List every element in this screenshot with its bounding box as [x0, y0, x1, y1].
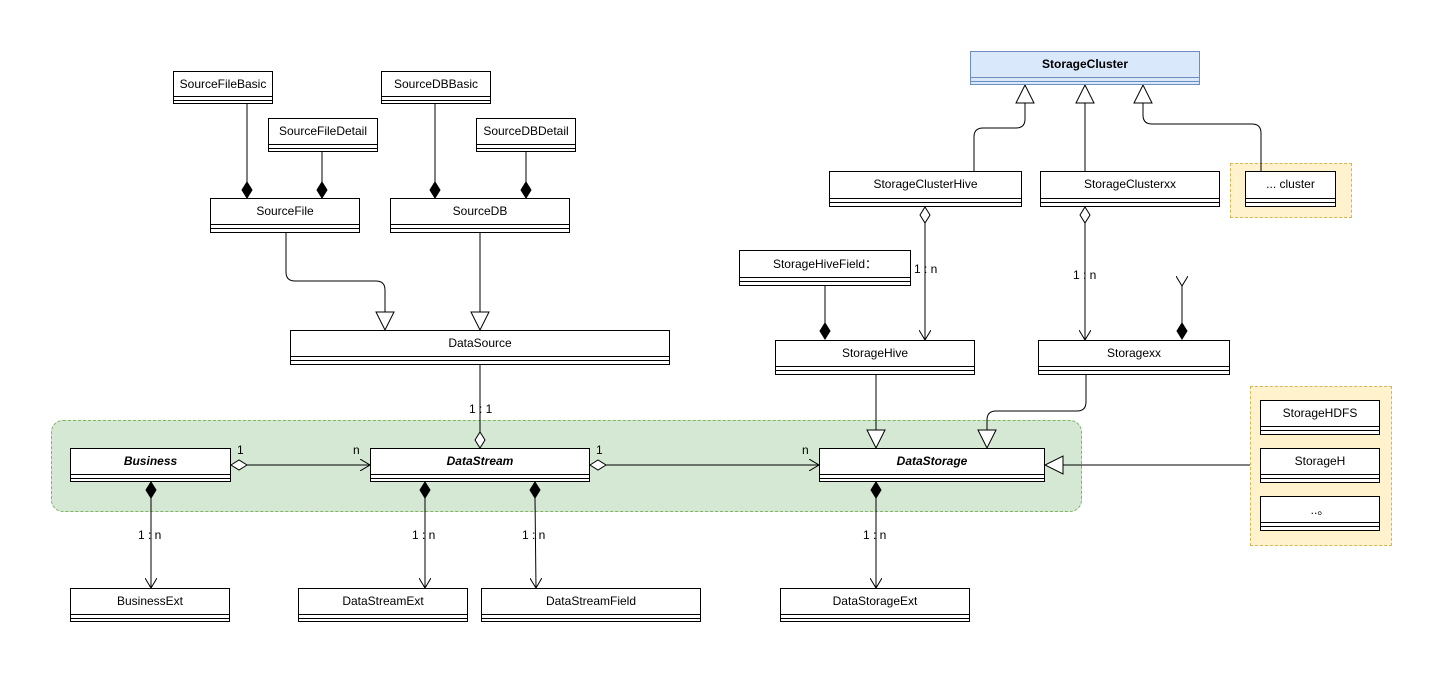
multiplicity-label: 1 : n	[1073, 268, 1097, 282]
cluster-xx-aggregation	[1080, 206, 1090, 340]
class-source-file-basic: SourceFileBasic	[173, 71, 273, 104]
source-db-basic-composition	[430, 104, 440, 199]
class-name: BusinessExt	[116, 594, 184, 608]
cluster-hive-aggregation	[920, 206, 930, 340]
class-source-db: SourceDB	[390, 198, 570, 233]
class-name: StorageH	[1294, 454, 1346, 468]
cluster-other-inheritance	[1133, 83, 1262, 171]
class-data-stream-field: DataStreamField	[481, 588, 701, 622]
storage-types-inheritance	[1043, 455, 1250, 475]
class-name: DataStream	[446, 454, 514, 468]
class-name: StorageClusterHive	[873, 177, 978, 191]
class-data-source: DataSource	[290, 330, 670, 365]
class-name: SourceFileBasic	[179, 77, 267, 91]
class-storage-cluster-xx: StorageClusterxx	[1040, 171, 1220, 207]
stream-ext-composition	[420, 481, 430, 588]
class-name: SourceFile	[256, 204, 314, 218]
class-source-file-detail: SourceFileDetail	[268, 118, 378, 152]
storage-xx-inheritance	[977, 375, 1087, 450]
storage-xx-composition	[1177, 286, 1187, 340]
class-name: Business	[123, 454, 178, 468]
business-ext-composition	[146, 481, 156, 588]
class-name: ..。	[1310, 502, 1330, 517]
class-name: ... cluster	[1266, 177, 1315, 191]
multiplicity-label: 1 : n	[522, 528, 546, 542]
class-name: DataStorage	[896, 454, 968, 468]
storage-hive-inheritance	[866, 375, 886, 450]
class-storage-etc: ..。	[1260, 496, 1380, 531]
multiplicity-label: 1 : n	[863, 528, 887, 542]
class-storage-hive: StorageHive	[775, 340, 975, 375]
class-storage-cluster-hive: StorageClusterHive	[829, 171, 1022, 207]
class-other-cluster: ... cluster	[1245, 171, 1336, 207]
class-name: DataStreamField	[545, 594, 637, 608]
source-file-basic-composition	[242, 104, 252, 199]
class-name: StorageHiveField：	[772, 256, 878, 271]
multiplicity-label: 1 : n	[412, 528, 436, 542]
cluster-hive-inheritance	[973, 83, 1035, 171]
business-stream-aggregation	[230, 460, 370, 470]
cluster-xx-inheritance	[1075, 83, 1095, 171]
class-name: SourceFileDetail	[278, 124, 368, 138]
class-name: DataSource	[448, 336, 512, 350]
class-data-stream-ext: DataStreamExt	[298, 588, 468, 622]
source-db-detail-composition	[521, 152, 531, 199]
class-name: SourceDB	[452, 204, 508, 218]
class-business: Business	[70, 448, 231, 482]
class-name: Storagexx	[1106, 346, 1162, 360]
class-name: SourceDBBasic	[393, 77, 479, 91]
class-storage-xx: Storagexx	[1038, 340, 1230, 375]
multiplicity-label: n	[353, 443, 360, 457]
source-db-inheritance	[470, 233, 490, 332]
multiplicity-label: 1	[237, 443, 244, 457]
storage-ext-composition	[871, 481, 881, 588]
source-file-inheritance	[285, 233, 395, 332]
class-data-storage-ext: DataStorageExt	[780, 588, 970, 622]
class-storage-hdfs: StorageHDFS	[1260, 400, 1380, 435]
multiplicity-label: 1 : n	[914, 262, 938, 276]
class-name: StorageClusterxx	[1083, 177, 1177, 191]
class-source-db-detail: SourceDBDetail	[476, 118, 576, 152]
class-storage-hive-field: StorageHiveField：	[739, 250, 911, 286]
class-name: StorageHive	[841, 346, 909, 360]
class-source-db-basic: SourceDBBasic	[381, 71, 491, 104]
class-data-stream: DataStream	[370, 448, 590, 482]
multiplicity-label: n	[802, 443, 809, 457]
class-name: DataStreamExt	[342, 594, 424, 608]
class-name: SourceDBDetail	[483, 124, 569, 138]
stream-field-composition	[529, 481, 540, 588]
class-storage-h: StorageH	[1260, 448, 1380, 483]
class-data-storage: DataStorage	[819, 448, 1045, 482]
class-business-ext: BusinessExt	[70, 588, 230, 622]
class-name: StorageHDFS	[1282, 406, 1358, 420]
class-storage-cluster: StorageCluster	[970, 51, 1200, 85]
class-source-file: SourceFile	[210, 198, 360, 233]
source-file-detail-composition	[317, 152, 327, 199]
multiplicity-label: 1	[596, 443, 603, 457]
multiplicity-label: 1 : n	[138, 528, 162, 542]
hive-field-composition	[820, 286, 830, 340]
stream-storage-aggregation	[589, 460, 819, 470]
class-name: StorageCluster	[1041, 57, 1129, 71]
multiplicity-label: 1 : 1	[469, 402, 493, 416]
class-name: DataStorageExt	[832, 594, 918, 608]
